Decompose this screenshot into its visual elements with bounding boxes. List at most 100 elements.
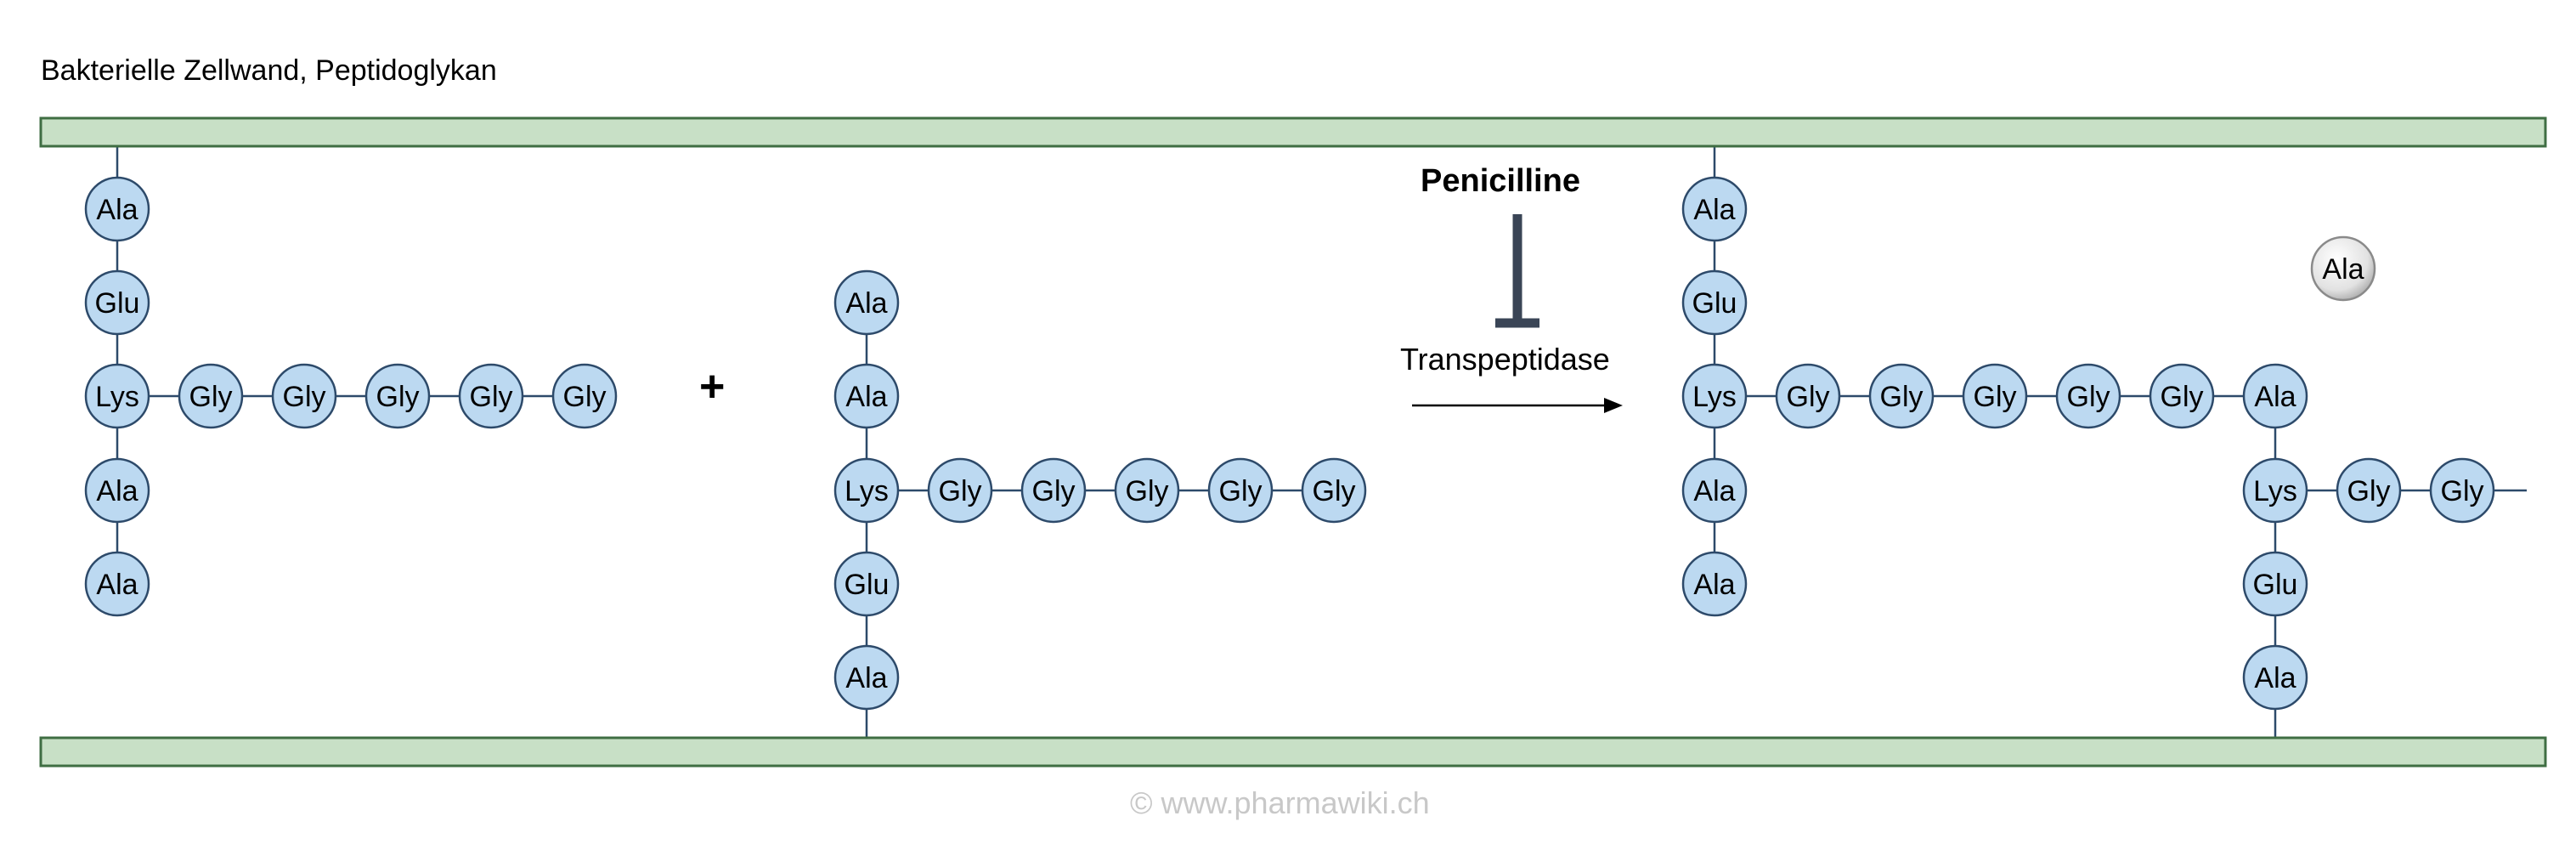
residue-gly: Gly bbox=[178, 363, 244, 429]
diagram-title: Bakterielle Zellwand, Peptidoglykan bbox=[41, 54, 497, 87]
residue-lys: Lys bbox=[1681, 363, 1748, 429]
residue-gly: Gly bbox=[927, 457, 993, 524]
residue-label: Gly bbox=[283, 381, 326, 413]
residue-label: Gly bbox=[1032, 475, 1076, 507]
residue-glu: Glu bbox=[84, 269, 150, 336]
residue-circle bbox=[927, 457, 993, 524]
residue-circle bbox=[1681, 551, 1748, 617]
residue-circle bbox=[2242, 457, 2308, 524]
reaction-arrowhead bbox=[1604, 398, 1623, 413]
residue-circle bbox=[84, 176, 150, 242]
residue-label: Gly bbox=[2441, 475, 2484, 507]
residue-circle bbox=[364, 363, 431, 429]
residue-circle bbox=[1681, 363, 1748, 429]
residue-label: Ala bbox=[96, 194, 138, 226]
residue-label: Lys bbox=[95, 381, 139, 413]
residue-gly: Gly bbox=[2429, 457, 2495, 524]
residue-circle bbox=[2429, 457, 2495, 524]
residue-gly: Gly bbox=[1962, 363, 2028, 429]
residue-ala: Ala bbox=[84, 457, 150, 524]
residue-gly: Gly bbox=[2055, 363, 2121, 429]
residue-ala: Ala bbox=[2242, 644, 2308, 711]
residue-lys: Lys bbox=[84, 363, 150, 429]
peptide-bonds bbox=[116, 146, 2527, 738]
residue-label: Ala bbox=[845, 381, 887, 413]
residue-circle bbox=[178, 363, 244, 429]
residue-circle bbox=[2310, 235, 2376, 302]
residue-gly: Gly bbox=[1301, 457, 1367, 524]
residue-circle bbox=[2242, 363, 2308, 429]
residue-circle bbox=[84, 457, 150, 524]
residue-ala: Ala bbox=[833, 644, 900, 711]
residue-label: Ala bbox=[96, 569, 138, 601]
residue-circle bbox=[833, 269, 900, 336]
residue-circle bbox=[84, 363, 150, 429]
residue-glu: Glu bbox=[1681, 269, 1748, 336]
penicillin-label: Penicilline bbox=[1421, 163, 1580, 199]
residue-circle bbox=[2242, 644, 2308, 711]
residue-gly: Gly bbox=[1868, 363, 1935, 429]
residue-label: Ala bbox=[845, 662, 887, 694]
residue-circle bbox=[1114, 457, 1180, 524]
residue-label: Glu bbox=[95, 287, 140, 320]
residue-ala: Ala bbox=[84, 176, 150, 242]
residue-circle bbox=[1681, 176, 1748, 242]
residue-label: Gly bbox=[1787, 381, 1830, 413]
residue-ala: Ala bbox=[2310, 235, 2376, 302]
residue-label: Gly bbox=[563, 381, 607, 413]
residue-ala: Ala bbox=[2242, 363, 2308, 429]
residue-label: Ala bbox=[96, 475, 138, 507]
residue-ala: Ala bbox=[833, 269, 900, 336]
residue-circle bbox=[1962, 363, 2028, 429]
residue-label: Ala bbox=[1693, 194, 1735, 226]
residue-lys: Lys bbox=[833, 457, 900, 524]
residue-ala: Ala bbox=[1681, 551, 1748, 617]
residue-circle bbox=[551, 363, 618, 429]
residue-circle bbox=[833, 551, 900, 617]
residue-label: Ala bbox=[845, 287, 887, 320]
residue-label: Gly bbox=[376, 381, 420, 413]
plus-sign: + bbox=[699, 362, 726, 411]
residue-label: Lys bbox=[845, 475, 889, 507]
residue-ala: Ala bbox=[833, 363, 900, 429]
residue-label: Ala bbox=[2322, 253, 2364, 286]
transpeptidase-label: Transpeptidase bbox=[1400, 342, 1610, 377]
residue-circle bbox=[1775, 363, 1841, 429]
residue-gly: Gly bbox=[1775, 363, 1841, 429]
residue-label: Gly bbox=[2161, 381, 2204, 413]
residue-label: Gly bbox=[2067, 381, 2110, 413]
residue-circle bbox=[1681, 457, 1748, 524]
residue-glu: Glu bbox=[833, 551, 900, 617]
residue-ala: Ala bbox=[84, 551, 150, 617]
residue-label: Ala bbox=[1693, 569, 1735, 601]
residue-label: Gly bbox=[1974, 381, 2017, 413]
residue-label: Glu bbox=[845, 569, 890, 601]
residue-circle bbox=[1301, 457, 1367, 524]
residue-gly: Gly bbox=[551, 363, 618, 429]
cell-wall-top bbox=[39, 116, 2547, 148]
residue-gly: Gly bbox=[364, 363, 431, 429]
residue-label: Ala bbox=[2254, 662, 2296, 694]
residue-gly: Gly bbox=[1207, 457, 1274, 524]
residue-circle bbox=[833, 363, 900, 429]
residue-gly: Gly bbox=[458, 363, 524, 429]
residue-label: Lys bbox=[1692, 381, 1737, 413]
residue-label: Lys bbox=[2253, 475, 2297, 507]
residue-gly: Gly bbox=[1114, 457, 1180, 524]
residue-label: Gly bbox=[1313, 475, 1356, 507]
residue-gly: Gly bbox=[2336, 457, 2402, 524]
residue-label: Gly bbox=[1219, 475, 1263, 507]
residue-circle bbox=[833, 457, 900, 524]
residue-circle bbox=[1681, 269, 1748, 336]
residue-label: Gly bbox=[2347, 475, 2391, 507]
residue-label: Gly bbox=[1126, 475, 1169, 507]
residue-circle bbox=[2336, 457, 2402, 524]
cell-wall-bottom bbox=[39, 736, 2547, 768]
residue-label: Glu bbox=[1692, 287, 1737, 320]
residue-circle bbox=[1020, 457, 1087, 524]
residue-circle bbox=[458, 363, 524, 429]
residue-glu: Glu bbox=[2242, 551, 2308, 617]
